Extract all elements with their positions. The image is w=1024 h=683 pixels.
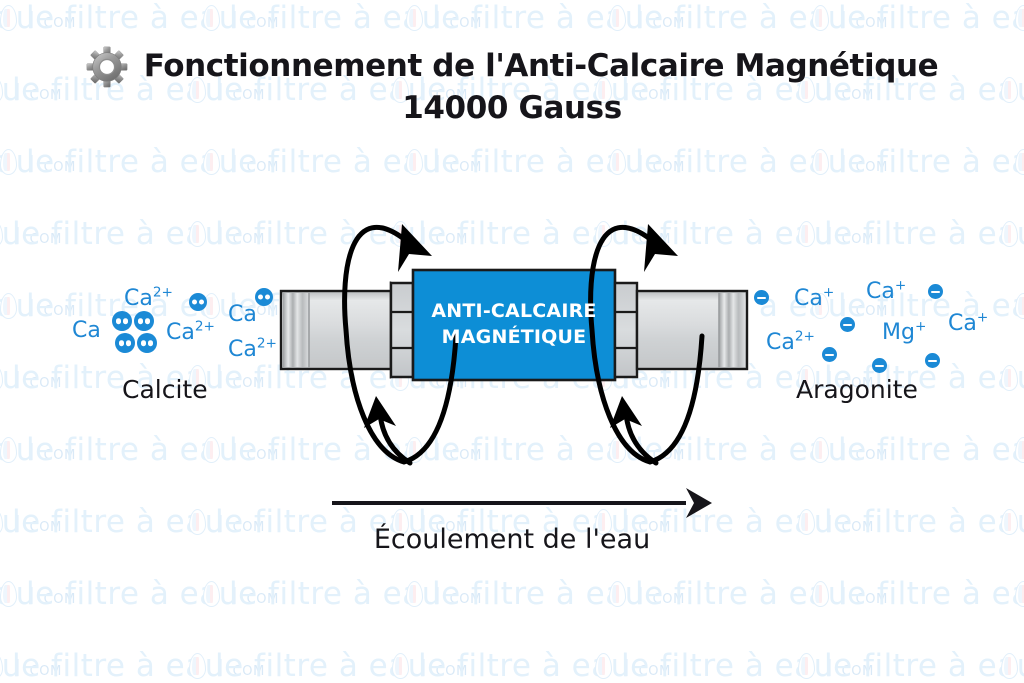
left-pipe <box>279 289 393 371</box>
field-loop-right-arrowhead-top <box>644 224 678 272</box>
field-loop-left-arrowhead-bottom <box>364 396 396 428</box>
ion-charge: + <box>976 309 989 326</box>
right-coupling <box>613 281 639 379</box>
left-coupling <box>389 281 415 379</box>
calcite-ion-label: Ca <box>228 302 257 327</box>
aragonite-ion-label: Ca2+ <box>766 328 815 355</box>
aragonite-ion-label: Ca+ <box>866 277 907 304</box>
calcite-cluster-icon <box>255 288 273 306</box>
aragonite-ion-icon <box>925 353 940 368</box>
calcite-ion-label: Ca2+ <box>228 335 277 362</box>
field-loop-left-arrowhead-top <box>398 224 432 272</box>
calcite-ion-label: Ca <box>72 318 101 343</box>
aragonite-ion-label: Ca+ <box>948 309 989 336</box>
ion-charge: 2+ <box>794 328 815 345</box>
field-loop-right-arrowhead-bottom <box>610 396 642 428</box>
aragonite-ion-icon <box>822 347 837 362</box>
ion-charge: 2+ <box>256 335 277 352</box>
calcite-ion-label: Ca2+ <box>166 318 215 345</box>
flow-caption: Écoulement de l'eau <box>373 524 651 555</box>
aragonite-ion-icon <box>928 284 943 299</box>
page-subtitle: 14000 Gauss <box>402 90 622 126</box>
gear-icon <box>86 46 128 88</box>
ion-charge: 2+ <box>152 284 173 301</box>
calcite-cluster-icon <box>189 293 207 311</box>
right-pipe <box>635 289 749 371</box>
ion-charge: + <box>822 284 835 301</box>
aragonite-ion-label: Mg+ <box>882 318 927 345</box>
ion-charge: + <box>914 318 927 335</box>
calcite-cluster-icon <box>134 311 154 331</box>
aragonite-caption: Aragonite <box>796 375 918 404</box>
calcite-caption: Calcite <box>122 375 208 404</box>
field-loop-left <box>342 224 459 465</box>
aragonite-ion-label: Ca+ <box>794 284 835 311</box>
ion-charge: 2+ <box>194 318 215 335</box>
device-body <box>411 268 617 382</box>
ion-charge: + <box>894 277 907 294</box>
calcite-ion-label: Ca2+ <box>124 284 173 311</box>
aragonite-ion-icon <box>840 317 855 332</box>
flow-arrow <box>332 488 712 518</box>
aragonite-ion-icon <box>872 358 887 373</box>
calcite-cluster-icon <box>115 333 135 353</box>
calcite-cluster-icon <box>137 333 157 353</box>
calcite-cluster-icon <box>112 311 132 331</box>
aragonite-ion-icon <box>754 290 769 305</box>
